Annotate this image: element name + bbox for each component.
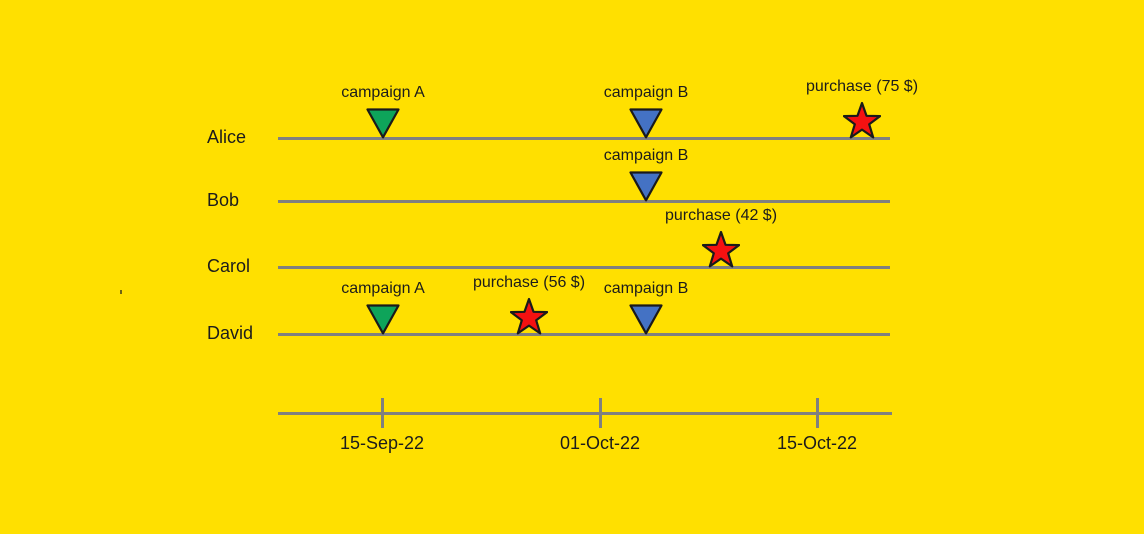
person-label: Alice <box>207 127 247 147</box>
axis-tick-label: 01-Oct-22 <box>559 433 641 453</box>
campaign-triangle-marker <box>366 108 400 144</box>
campaign-triangle-marker <box>629 304 663 340</box>
event-label: campaign B <box>603 147 689 164</box>
event-label: campaign B <box>603 280 689 297</box>
campaign-triangle-marker <box>366 304 400 340</box>
event-label: purchase (42 $) <box>664 207 778 224</box>
axis-tick <box>598 398 602 428</box>
event-label: campaign A <box>341 280 425 297</box>
stray-mark <box>120 290 122 294</box>
axis-tick <box>815 398 819 428</box>
event-label: campaign B <box>603 84 689 101</box>
timeline-row-line <box>278 332 890 336</box>
timeline-row-line <box>278 265 890 269</box>
campaign-triangle-marker <box>629 108 663 144</box>
axis-tick <box>380 398 384 428</box>
axis-tick-label: 15-Sep-22 <box>339 433 425 453</box>
person-label: David <box>207 323 254 343</box>
axis-tick-label: 15-Oct-22 <box>776 433 858 453</box>
event-label: campaign A <box>341 84 425 101</box>
purchase-star-marker <box>509 297 549 340</box>
purchase-star-marker <box>842 101 882 144</box>
purchase-star-marker <box>701 230 741 273</box>
time-axis-line <box>278 411 892 415</box>
event-label: purchase (75 $) <box>805 78 919 95</box>
campaign-triangle-marker <box>629 171 663 207</box>
person-label: Bob <box>207 190 240 210</box>
person-label: Carol <box>207 256 251 276</box>
timeline-row-line <box>278 136 890 140</box>
event-label: purchase (56 $) <box>472 274 586 291</box>
timeline-row-line <box>278 199 890 203</box>
